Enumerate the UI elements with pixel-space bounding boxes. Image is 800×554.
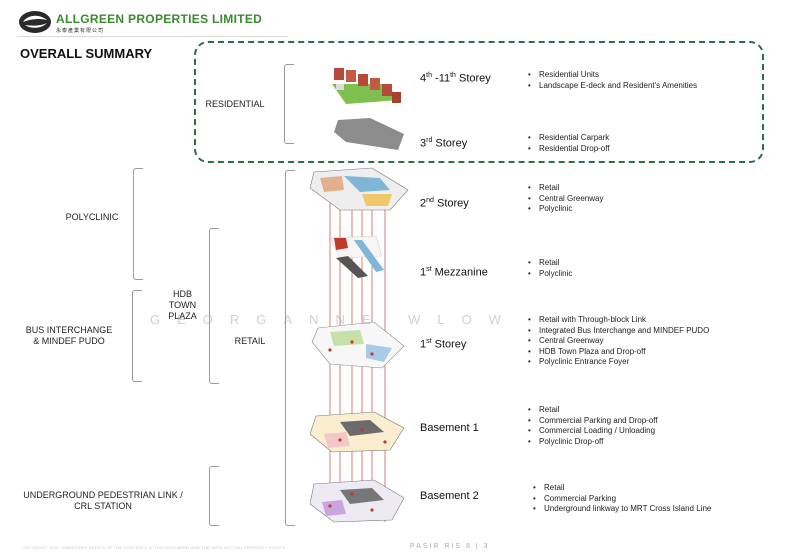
list-item: Underground linkway to MRT Cross Island … bbox=[533, 504, 711, 515]
footer-copyright: COPYRIGHT 2022. OWNERSHIP RIGHTS OF THE … bbox=[22, 545, 286, 550]
company-chinese-name: 永泰產業有限公司 bbox=[56, 28, 105, 34]
list-item: Landscape E-deck and Resident's Amenitie… bbox=[528, 81, 697, 92]
bracket-underground bbox=[209, 466, 219, 526]
floor-name-basement-2: Basement 2 bbox=[420, 490, 479, 502]
list-item: HDB Town Plaza and Drop-off bbox=[528, 347, 709, 358]
bullets-storey-1: Retail with Through-block Link Integrate… bbox=[528, 315, 709, 368]
footer-page-label: PASIR RIS 8 | 3 bbox=[410, 543, 490, 550]
list-item: Polyclinic bbox=[528, 269, 572, 280]
list-item: Residential Carpark bbox=[528, 133, 610, 144]
floor-name-storey-1: 1st Storey bbox=[420, 338, 467, 351]
bracket-retail bbox=[285, 170, 295, 526]
category-residential: RESIDENTIAL bbox=[205, 99, 265, 109]
floor-name-basement-1: Basement 1 bbox=[420, 422, 479, 434]
list-item: Central Greenway bbox=[528, 194, 603, 205]
list-item: Retail bbox=[528, 405, 658, 416]
list-item: Polyclinic Entrance Foyer bbox=[528, 357, 709, 368]
basement-2-slab-shape bbox=[309, 479, 405, 523]
list-item: Polyclinic bbox=[528, 204, 603, 215]
list-item: Polyclinic Drop-off bbox=[528, 437, 658, 448]
bracket-bus-interchange bbox=[132, 290, 142, 382]
list-item: Integrated Bus Interchange and MINDEF PU… bbox=[528, 326, 709, 337]
bullets-basement-2: Retail Commercial Parking Underground li… bbox=[533, 483, 711, 515]
floor-name-storey-4-11: 4th -11th Storey bbox=[420, 72, 491, 85]
residential-blocks-shape bbox=[332, 68, 401, 104]
building-floor-diagram bbox=[309, 68, 409, 523]
bracket-hdb-town-plaza bbox=[209, 228, 219, 384]
floor-name-storey-2: 2nd Storey bbox=[420, 197, 469, 210]
residential-highlight-box bbox=[194, 41, 764, 163]
list-item: Retail bbox=[528, 258, 572, 269]
list-item: Commercial Loading / Unloading bbox=[528, 426, 658, 437]
header-divider bbox=[18, 36, 288, 37]
list-item: Commercial Parking bbox=[533, 494, 711, 505]
list-item: Residential Units bbox=[528, 70, 697, 81]
page-title: OVERALL SUMMARY bbox=[20, 46, 153, 61]
watermark-text: GEORGANNE WLOW bbox=[150, 312, 519, 327]
carpark-slab-shape bbox=[334, 118, 404, 150]
list-item: Retail with Through-block Link bbox=[528, 315, 709, 326]
category-hdb-town-plaza: HDB TOWN PLAZA bbox=[168, 289, 197, 321]
bracket-residential bbox=[284, 64, 294, 144]
mezzanine-slab-shape bbox=[329, 235, 384, 278]
list-item: Central Greenway bbox=[528, 336, 709, 347]
company-name: ALLGREEN PROPERTIES LIMITED bbox=[56, 12, 263, 26]
company-logo bbox=[18, 10, 52, 34]
basement-1-slab-shape bbox=[309, 411, 405, 453]
category-retail: RETAIL bbox=[234, 336, 266, 346]
storey-1-slab-shape bbox=[311, 321, 405, 369]
bullets-storey-4-11: Residential Units Landscape E-deck and R… bbox=[528, 70, 697, 91]
category-bus-interchange: BUS INTERCHANGE & MINDEF PUDO bbox=[25, 325, 113, 346]
bullets-basement-1: Retail Commercial Parking and Drop-off C… bbox=[528, 405, 658, 447]
list-item: Residential Drop-off bbox=[528, 144, 610, 155]
bracket-polyclinic bbox=[133, 168, 143, 280]
floor-name-storey-3: 3rd Storey bbox=[420, 137, 468, 150]
list-item: Retail bbox=[533, 483, 711, 494]
list-item: Commercial Parking and Drop-off bbox=[528, 416, 658, 427]
floor-name-mezzanine-1: 1st Mezzanine bbox=[420, 266, 488, 279]
storey-2-slab-shape bbox=[309, 167, 409, 211]
bullets-mezzanine-1: Retail Polyclinic bbox=[528, 258, 572, 279]
category-underground-link: UNDERGROUND PEDESTRIAN LINK / CRL STATIO… bbox=[23, 490, 183, 511]
riser-node-markers bbox=[328, 340, 387, 512]
category-polyclinic: POLYCLINIC bbox=[65, 212, 119, 222]
bullets-storey-3: Residential Carpark Residential Drop-off bbox=[528, 133, 610, 154]
bullets-storey-2: Retail Central Greenway Polyclinic bbox=[528, 183, 603, 215]
list-item: Retail bbox=[528, 183, 603, 194]
